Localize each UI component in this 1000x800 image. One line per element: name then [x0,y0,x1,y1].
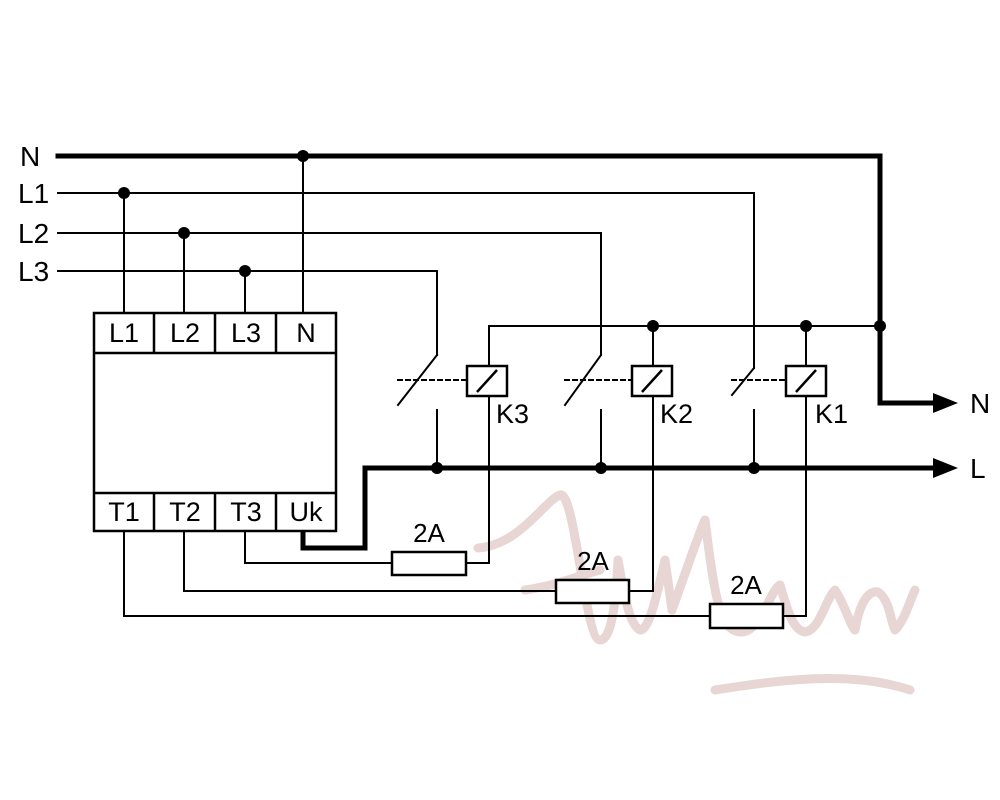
n-output-arrow [933,393,958,413]
fuse-3 [708,602,785,630]
k3-coil-return [465,395,490,564]
output-label-n: N [970,388,990,419]
k1-coil-return [782,395,807,617]
output-label-l: L [970,453,986,484]
fuse-2 [554,578,631,605]
terminal-uk: Uk [290,497,323,527]
monitoring-device: L1 L2 L3 N T1 T2 T3 Uk [92,311,338,533]
l-output-line [300,465,943,551]
watermark [473,490,920,695]
terminal-n: N [296,318,316,348]
fuse-1 [390,550,468,577]
l-output-arrow [933,458,958,478]
relay-label-k2: K2 [660,399,693,429]
supply-label-l2: L2 [18,218,49,249]
l1-supply-line [57,192,755,369]
terminal-t2: T2 [169,497,201,527]
coil-bus [488,325,881,369]
supply-label-l1: L1 [18,178,49,209]
t1-wire [123,531,711,617]
supply-label-l3: L3 [18,256,49,287]
k2-coil-return [628,395,654,592]
l2-supply-line [57,232,602,356]
k1-contact [730,366,756,397]
supply-label-n: N [20,141,40,172]
circuit [55,153,943,617]
output-arrows [933,393,958,478]
fuses [390,550,785,630]
t2-wire [183,531,557,592]
terminal-l1: L1 [109,318,139,348]
fuse-label-2: 2A [577,546,609,576]
fuse-label-3: 2A [730,570,762,600]
terminal-t1: T1 [108,497,140,527]
relay-label-k1: K1 [815,399,848,429]
junctions [118,150,886,474]
t3-wire [244,531,393,564]
terminal-l2: L2 [170,318,200,348]
relay-label-k3: K3 [496,399,529,429]
relay-coils [465,364,828,398]
fuse-label-1: 2A [413,518,445,548]
terminal-l3: L3 [231,318,261,348]
n-supply-line [55,153,943,406]
terminal-t3: T3 [230,497,262,527]
